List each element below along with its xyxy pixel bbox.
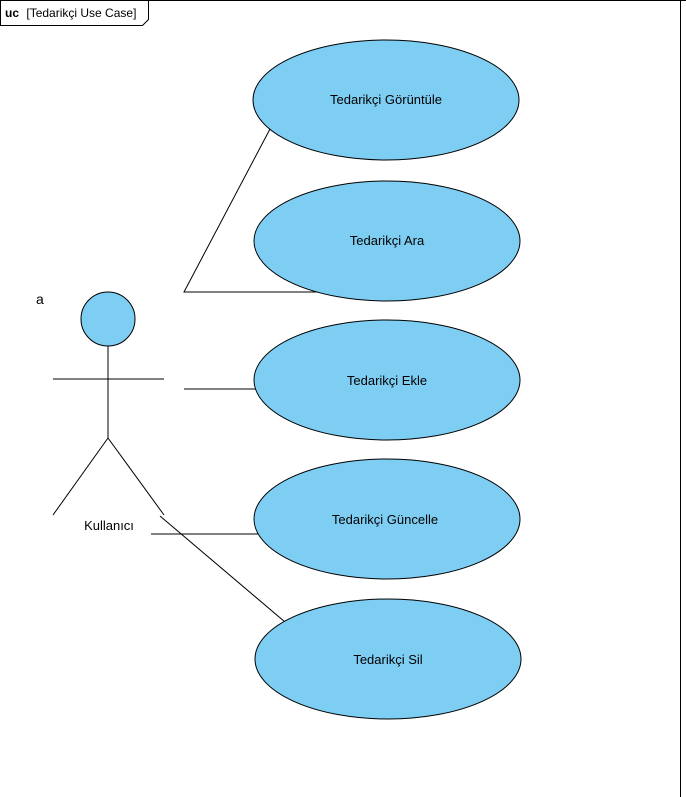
use-case-ekle[interactable]: Tedarikçi Ekle: [253, 319, 521, 441]
svg-text:uc [Tedarikçi Use Case]: uc [Tedarikçi Use Case]: [5, 6, 136, 20]
use-cases: Tedarikçi Görüntüle Tedarikçi Ara Tedari…: [252, 39, 522, 720]
use-case-ellipse: [252, 39, 520, 161]
actor-left-leg: [52, 437, 109, 516]
use-case-label: Tedarikçi Görüntüle: [330, 92, 442, 107]
frame-tab-shape: [0, 0, 149, 26]
use-case-ellipse: [253, 319, 521, 441]
frame-name-tab[interactable]: uc [Tedarikçi Use Case]: [0, 0, 149, 26]
actor-note-label: a: [36, 291, 44, 307]
use-case-label: Tedarikçi Sil: [353, 652, 422, 667]
association-goruntule-ara[interactable]: [183, 128, 320, 293]
actor-name: Kullanıcı: [84, 518, 134, 533]
actor-kullanici[interactable]: Kullanıcı: [52, 291, 165, 533]
use-case-ellipse: [253, 458, 521, 580]
use-case-label: Tedarikçi Ara: [350, 233, 425, 248]
use-case-ellipse: [253, 180, 521, 302]
use-case-ara[interactable]: Tedarikçi Ara: [253, 180, 521, 302]
use-case-label: Tedarikçi Ekle: [347, 373, 427, 388]
actor-head: [80, 291, 136, 347]
use-case-ellipse: [254, 598, 522, 720]
frame-keyword: uc: [5, 6, 19, 20]
use-case-goruntule[interactable]: Tedarikçi Görüntüle: [252, 39, 520, 161]
actor-right-leg: [107, 437, 165, 516]
use-case-guncelle[interactable]: Tedarikçi Güncelle: [253, 458, 521, 580]
association-sil[interactable]: [159, 515, 286, 623]
use-case-label: Tedarikçi Güncelle: [332, 512, 438, 527]
associations: [151, 128, 320, 623]
use-case-sil[interactable]: Tedarikçi Sil: [254, 598, 522, 720]
frame-name: [Tedarikçi Use Case]: [26, 6, 136, 20]
